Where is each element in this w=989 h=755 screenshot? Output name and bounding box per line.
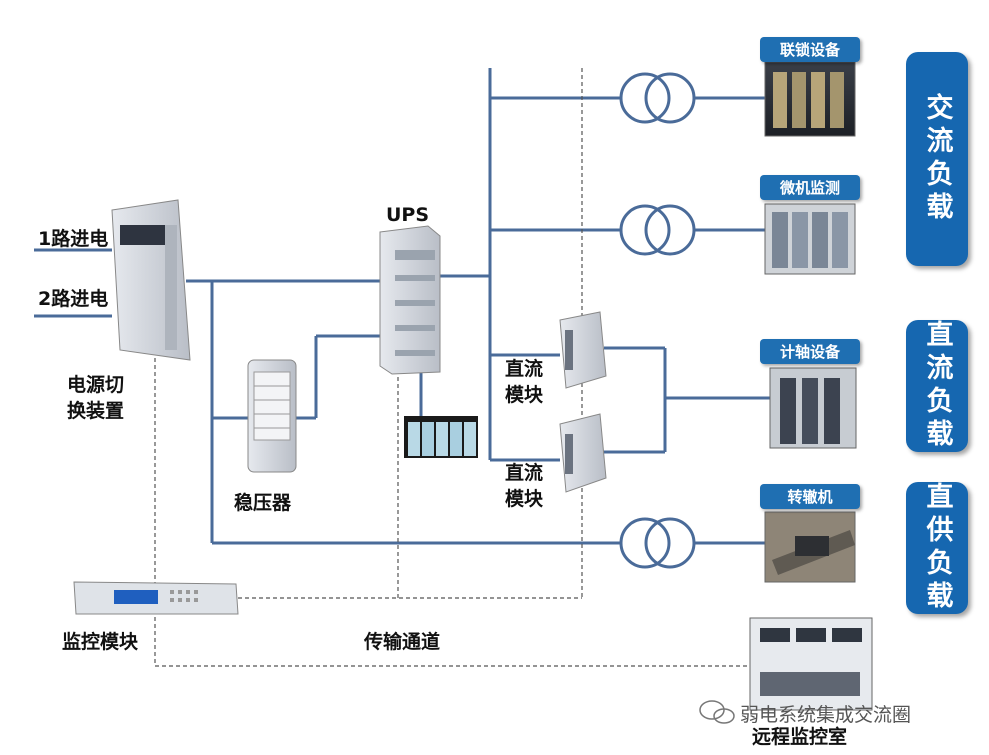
transmission-label: 传输通道 [364,631,441,653]
dc-module-1-label-1: 直流 [505,358,544,380]
dc-module-2-label-2: 模块 [505,488,544,510]
input-line-2-label: 2路进电 [38,288,109,310]
dc-load-box: 直流负载 [906,320,968,452]
monitor-module-icon [73,581,239,615]
dc-module-1-icon [559,311,607,389]
transformers [619,72,696,569]
wechat-icon [699,700,735,724]
switch-device-label-2: 换装置 [67,400,125,422]
transmission-lines [154,68,752,667]
dc-module-2-icon [559,413,607,493]
switch-device-label-1: 电源切 [67,374,125,396]
microcomputer-equipment-photo [764,203,856,275]
interlock-equipment-photo [764,61,856,137]
direct-load-box: 直供负载 [906,482,968,614]
monitor-module-label: 监控模块 [62,631,139,653]
interlock-tag: 联锁设备 [760,37,860,62]
remote-room-label: 远程监控室 [752,726,848,748]
microcomputer-tag: 微机监测 [760,175,860,200]
input-lines [34,248,112,318]
battery-bank-icon [404,416,478,458]
ups-cabinet-icon [379,225,441,375]
ac-load-label: 交流负载 [921,93,953,225]
axle-counter-tag: 计轴设备 [760,339,860,364]
dc-module-1-label-2: 模块 [505,384,544,406]
transformer-3-icon [619,517,696,569]
dc-load-label: 直流负载 [921,320,953,452]
switch-cabinet-icon [111,199,191,361]
transformer-1-icon [619,72,696,124]
regulator-icon [247,359,297,473]
input-line-1-label: 1路进电 [38,228,109,250]
axle-counter-equipment-photo [769,367,857,449]
switch-machine-equipment-photo [764,511,856,583]
ac-load-box: 交流负载 [906,52,968,266]
dc-module-2-label-1: 直流 [505,462,544,484]
ups-label: UPS [386,204,430,226]
regulator-label: 稳压器 [234,492,292,514]
switch-machine-tag: 转辙机 [760,484,860,509]
wiring [186,68,770,545]
direct-load-label: 直供负载 [921,482,953,614]
remote-monitoring-room-photo [749,617,873,711]
watermark-text: 弱电系统集成交流圈 [740,704,912,726]
transformer-2-icon [619,204,696,256]
